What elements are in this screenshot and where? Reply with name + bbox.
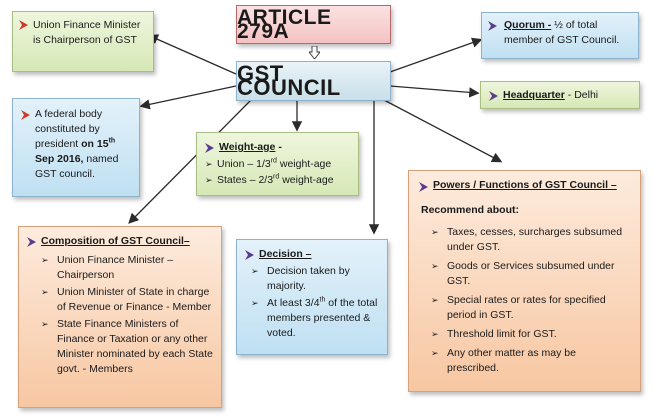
chevron-right-icon: ➢: [431, 261, 439, 271]
chevron-right-icon: ➢: [41, 287, 49, 297]
bullet-icon: [21, 110, 30, 120]
federal-date-day: on 15: [81, 138, 109, 150]
arrow-to-composition: [128, 98, 253, 224]
federal-date-sup: th: [108, 137, 116, 145]
weightage-box: Weight-age - ➢Union – 1/3rd weight-age ➢…: [196, 132, 359, 196]
quorum-heading: Quorum -: [504, 19, 552, 31]
bullet-icon: [245, 250, 254, 260]
powers-item: ➢Threshold limit for GST.: [431, 328, 557, 340]
federal-line-4b: named: [83, 153, 119, 165]
federal-line-5: GST council.: [35, 168, 95, 180]
bullet-icon: [489, 91, 498, 101]
chevron-right-icon: ➢: [205, 175, 213, 185]
decision-heading: Decision –: [259, 248, 312, 260]
arrow-to-headquarter: [389, 85, 480, 98]
article-title-box: ARTICLE 279A: [236, 5, 391, 44]
bullet-icon: [205, 143, 214, 153]
powers-heading: Powers / Functions of GST Council –: [433, 179, 617, 191]
decision-box: Decision – ➢Decision taken by majority. …: [236, 239, 388, 355]
composition-item: ➢State Finance Ministers of Finance or T…: [41, 318, 213, 375]
arrow-to-chairperson: [147, 34, 237, 75]
gst-council-box: GST COUNCIL: [236, 61, 391, 101]
arrow-to-quorum: [389, 37, 483, 73]
chevron-right-icon: ➢: [205, 159, 213, 169]
bullet-icon: [19, 20, 28, 30]
arrow-to-federal-body: [139, 85, 237, 110]
weightage-heading: Weight-age: [219, 141, 276, 153]
powers-item: ➢Goods or Services subsumed under GST.: [431, 260, 615, 287]
chairperson-text: Union Finance Minister is Chairperson of…: [33, 19, 141, 46]
composition-item: ➢Union Finance Minister – Chairperson: [41, 254, 174, 281]
chevron-right-icon: ➢: [431, 227, 439, 237]
chevron-right-icon: ➢: [41, 255, 49, 265]
composition-heading: Composition of GST Council–: [41, 235, 190, 247]
federal-line-1: A federal body: [35, 108, 103, 120]
arrow-to-powers: [383, 99, 503, 163]
chevron-right-icon: ➢: [431, 329, 439, 339]
federal-line-3a: president: [35, 138, 82, 150]
federal-body-box: A federal body constituted by president …: [12, 98, 140, 197]
headquarter-text: - Delhi: [564, 89, 599, 101]
composition-box: Composition of GST Council– ➢Union Finan…: [18, 226, 222, 408]
chevron-right-icon: ➢: [251, 298, 259, 308]
powers-item: ➢Taxes, cesses, surcharges subsumed unde…: [431, 226, 623, 253]
weightage-item-union: ➢Union – 1/3rd weight-age: [205, 157, 332, 171]
federal-date-month: Sep 2016,: [35, 153, 84, 165]
gst-council-title: GST COUNCIL: [237, 61, 341, 100]
down-arrow-icon: [309, 46, 320, 59]
powers-box: Powers / Functions of GST Council – Reco…: [408, 170, 641, 392]
article-title: ARTICLE 279A: [237, 5, 332, 43]
weightage-item-states: ➢States – 2/3rd weight-age: [205, 173, 334, 187]
headquarter-box: Headquarter - Delhi: [480, 81, 640, 109]
quorum-text: ½ of total member of GST Council.: [504, 19, 620, 46]
weightage-heading-suffix: -: [275, 141, 282, 153]
quorum-box: Quorum - ½ of total member of GST Counci…: [481, 12, 639, 59]
decision-item: ➢Decision taken by majority.: [251, 265, 350, 292]
chevron-right-icon: ➢: [41, 319, 49, 329]
chevron-right-icon: ➢: [251, 266, 259, 276]
chevron-right-icon: ➢: [431, 295, 439, 305]
bullet-icon: [488, 21, 497, 31]
chairperson-box: Union Finance Minister is Chairperson of…: [12, 11, 154, 72]
headquarter-heading: Headquarter: [503, 89, 565, 101]
bullet-icon: [419, 182, 428, 192]
federal-line-2: constituted by: [35, 123, 100, 135]
decision-item: ➢At least 3/4th of the total members pre…: [251, 296, 378, 340]
powers-item: ➢Any other matter as may be prescribed.: [431, 347, 576, 374]
powers-item: ➢Special rates or rates for specified pe…: [431, 294, 606, 321]
chevron-right-icon: ➢: [431, 348, 439, 358]
powers-subheading: Recommend about:: [421, 204, 520, 216]
composition-item: ➢Union Minister of State in charge of Re…: [41, 286, 212, 313]
bullet-icon: [27, 237, 36, 247]
